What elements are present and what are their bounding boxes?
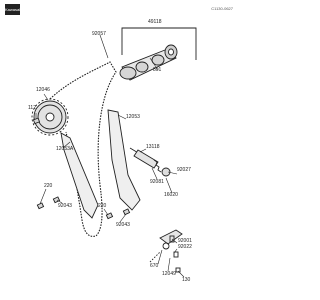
cam-sprocket — [31, 98, 69, 136]
diagram-drawing — [31, 27, 197, 278]
camshaft — [119, 44, 178, 81]
chain-guide-front — [60, 132, 99, 219]
label-92027: 92027 — [177, 167, 191, 173]
label-12053a: 12053A — [56, 146, 74, 152]
label-16020: 16020 — [164, 192, 178, 198]
label-130: 130 — [182, 277, 191, 283]
bolts — [32, 117, 131, 220]
chain-guide-rear — [107, 109, 141, 211]
label-220-lower: 220 — [98, 203, 107, 209]
callout-bracket — [121, 27, 197, 42]
label-92043-lower: 92043 — [116, 222, 130, 228]
label-670: 670 — [150, 263, 159, 269]
diagram-code: C1130-0627 — [211, 6, 233, 11]
label-13118: 13118 — [146, 144, 160, 150]
label-12053: 12053 — [126, 114, 140, 120]
parts-diagram: Kawasaki C1130-0627 — [5, 4, 233, 283]
label-12046: 12046 — [36, 87, 50, 93]
timing-chain — [49, 61, 117, 237]
label-49118: 49118 — [148, 19, 162, 25]
label-92057: 92057 — [92, 31, 106, 37]
label-220-upper: 220 — [44, 183, 53, 189]
label-92081: 92081 — [150, 179, 164, 185]
label-92043-upper: 92043 — [58, 203, 72, 209]
label-801: 801 — [153, 67, 162, 73]
chain-tensioner — [129, 147, 171, 177]
brand-logo: Kawasaki — [5, 4, 22, 15]
label-12049: 12049 — [162, 271, 176, 277]
leader-lines — [35, 34, 185, 278]
label-112: 112 — [28, 105, 36, 111]
label-92001: 92001 — [178, 238, 192, 244]
label-92022: 92022 — [178, 244, 192, 250]
lower-assembly — [149, 229, 183, 273]
